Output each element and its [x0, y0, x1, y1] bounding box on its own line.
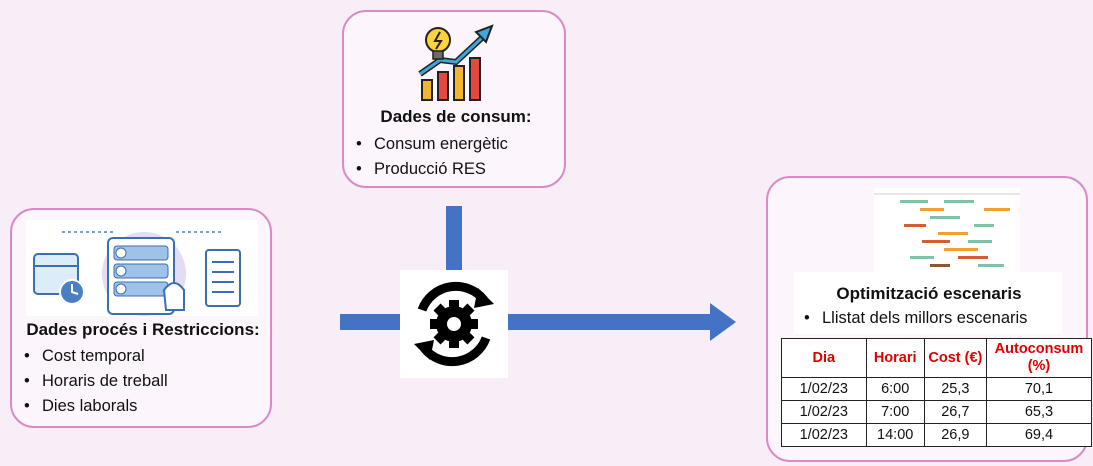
table-row: 1/02/23 6:00 25,3 70,1	[781, 377, 1093, 401]
process-data-box: Dades procés i Restriccions: Cost tempor…	[10, 208, 272, 428]
cell: 7:00	[865, 400, 925, 424]
calendar-workflow-checklist-icon	[26, 220, 258, 316]
cell: 1/02/23	[781, 400, 867, 424]
list-item: Producció RES	[352, 157, 508, 182]
gear-cycle-icon	[414, 281, 494, 367]
cell: 1/02/23	[781, 377, 867, 401]
list-item: Dies laborals	[20, 394, 168, 419]
cell: 26,9	[923, 423, 987, 447]
list-item: Horaris de treball	[20, 369, 168, 394]
consumption-data-box: Dades de consum: Consum energètic Produc…	[342, 10, 566, 188]
arrow-to-optimization-shaft	[508, 314, 712, 330]
process-list: Cost temporal Horaris de treball Dies la…	[20, 344, 168, 419]
arrow-from-process	[340, 314, 402, 330]
process-title: Dades procés i Restriccions:	[26, 320, 260, 339]
lightbulb-growth-chart-icon	[418, 24, 494, 101]
list-item: Llistat dels millors escenaris	[800, 306, 1027, 331]
optimization-list: Llistat dels millors escenaris	[800, 306, 1027, 331]
consumption-list: Consum energètic Producció RES	[352, 132, 508, 182]
cell: 69,4	[985, 423, 1093, 447]
header-dia: Dia	[781, 338, 867, 378]
table-row: 1/02/23 14:00 26,9 69,4	[781, 423, 1093, 447]
list-item: Cost temporal	[20, 344, 168, 369]
cell: 6:00	[865, 377, 925, 401]
gantt-chart-icon	[874, 188, 1020, 272]
processor-box	[400, 270, 508, 378]
list-item: Consum energètic	[352, 132, 508, 157]
cell: 65,3	[985, 400, 1093, 424]
header-cost: Cost (€)	[923, 338, 987, 378]
arrow-head-icon	[710, 303, 736, 341]
arrow-from-consumption	[446, 206, 462, 270]
table-header-row: Dia Horari Cost (€) Autoconsum (%)	[781, 338, 1093, 378]
scenario-table: Dia Horari Cost (€) Autoconsum (%) 1/02/…	[781, 338, 1093, 447]
header-horari: Horari	[865, 338, 925, 378]
optimization-title: Optimització escenaris	[836, 284, 1022, 303]
cell: 25,3	[923, 377, 987, 401]
header-autoconsum: Autoconsum (%)	[985, 338, 1093, 378]
table-row: 1/02/23 7:00 26,7 65,3	[781, 400, 1093, 424]
consumption-title: Dades de consum:	[380, 107, 532, 126]
cell: 26,7	[923, 400, 987, 424]
cell: 14:00	[865, 423, 925, 447]
cell: 70,1	[985, 377, 1093, 401]
cell: 1/02/23	[781, 423, 867, 447]
